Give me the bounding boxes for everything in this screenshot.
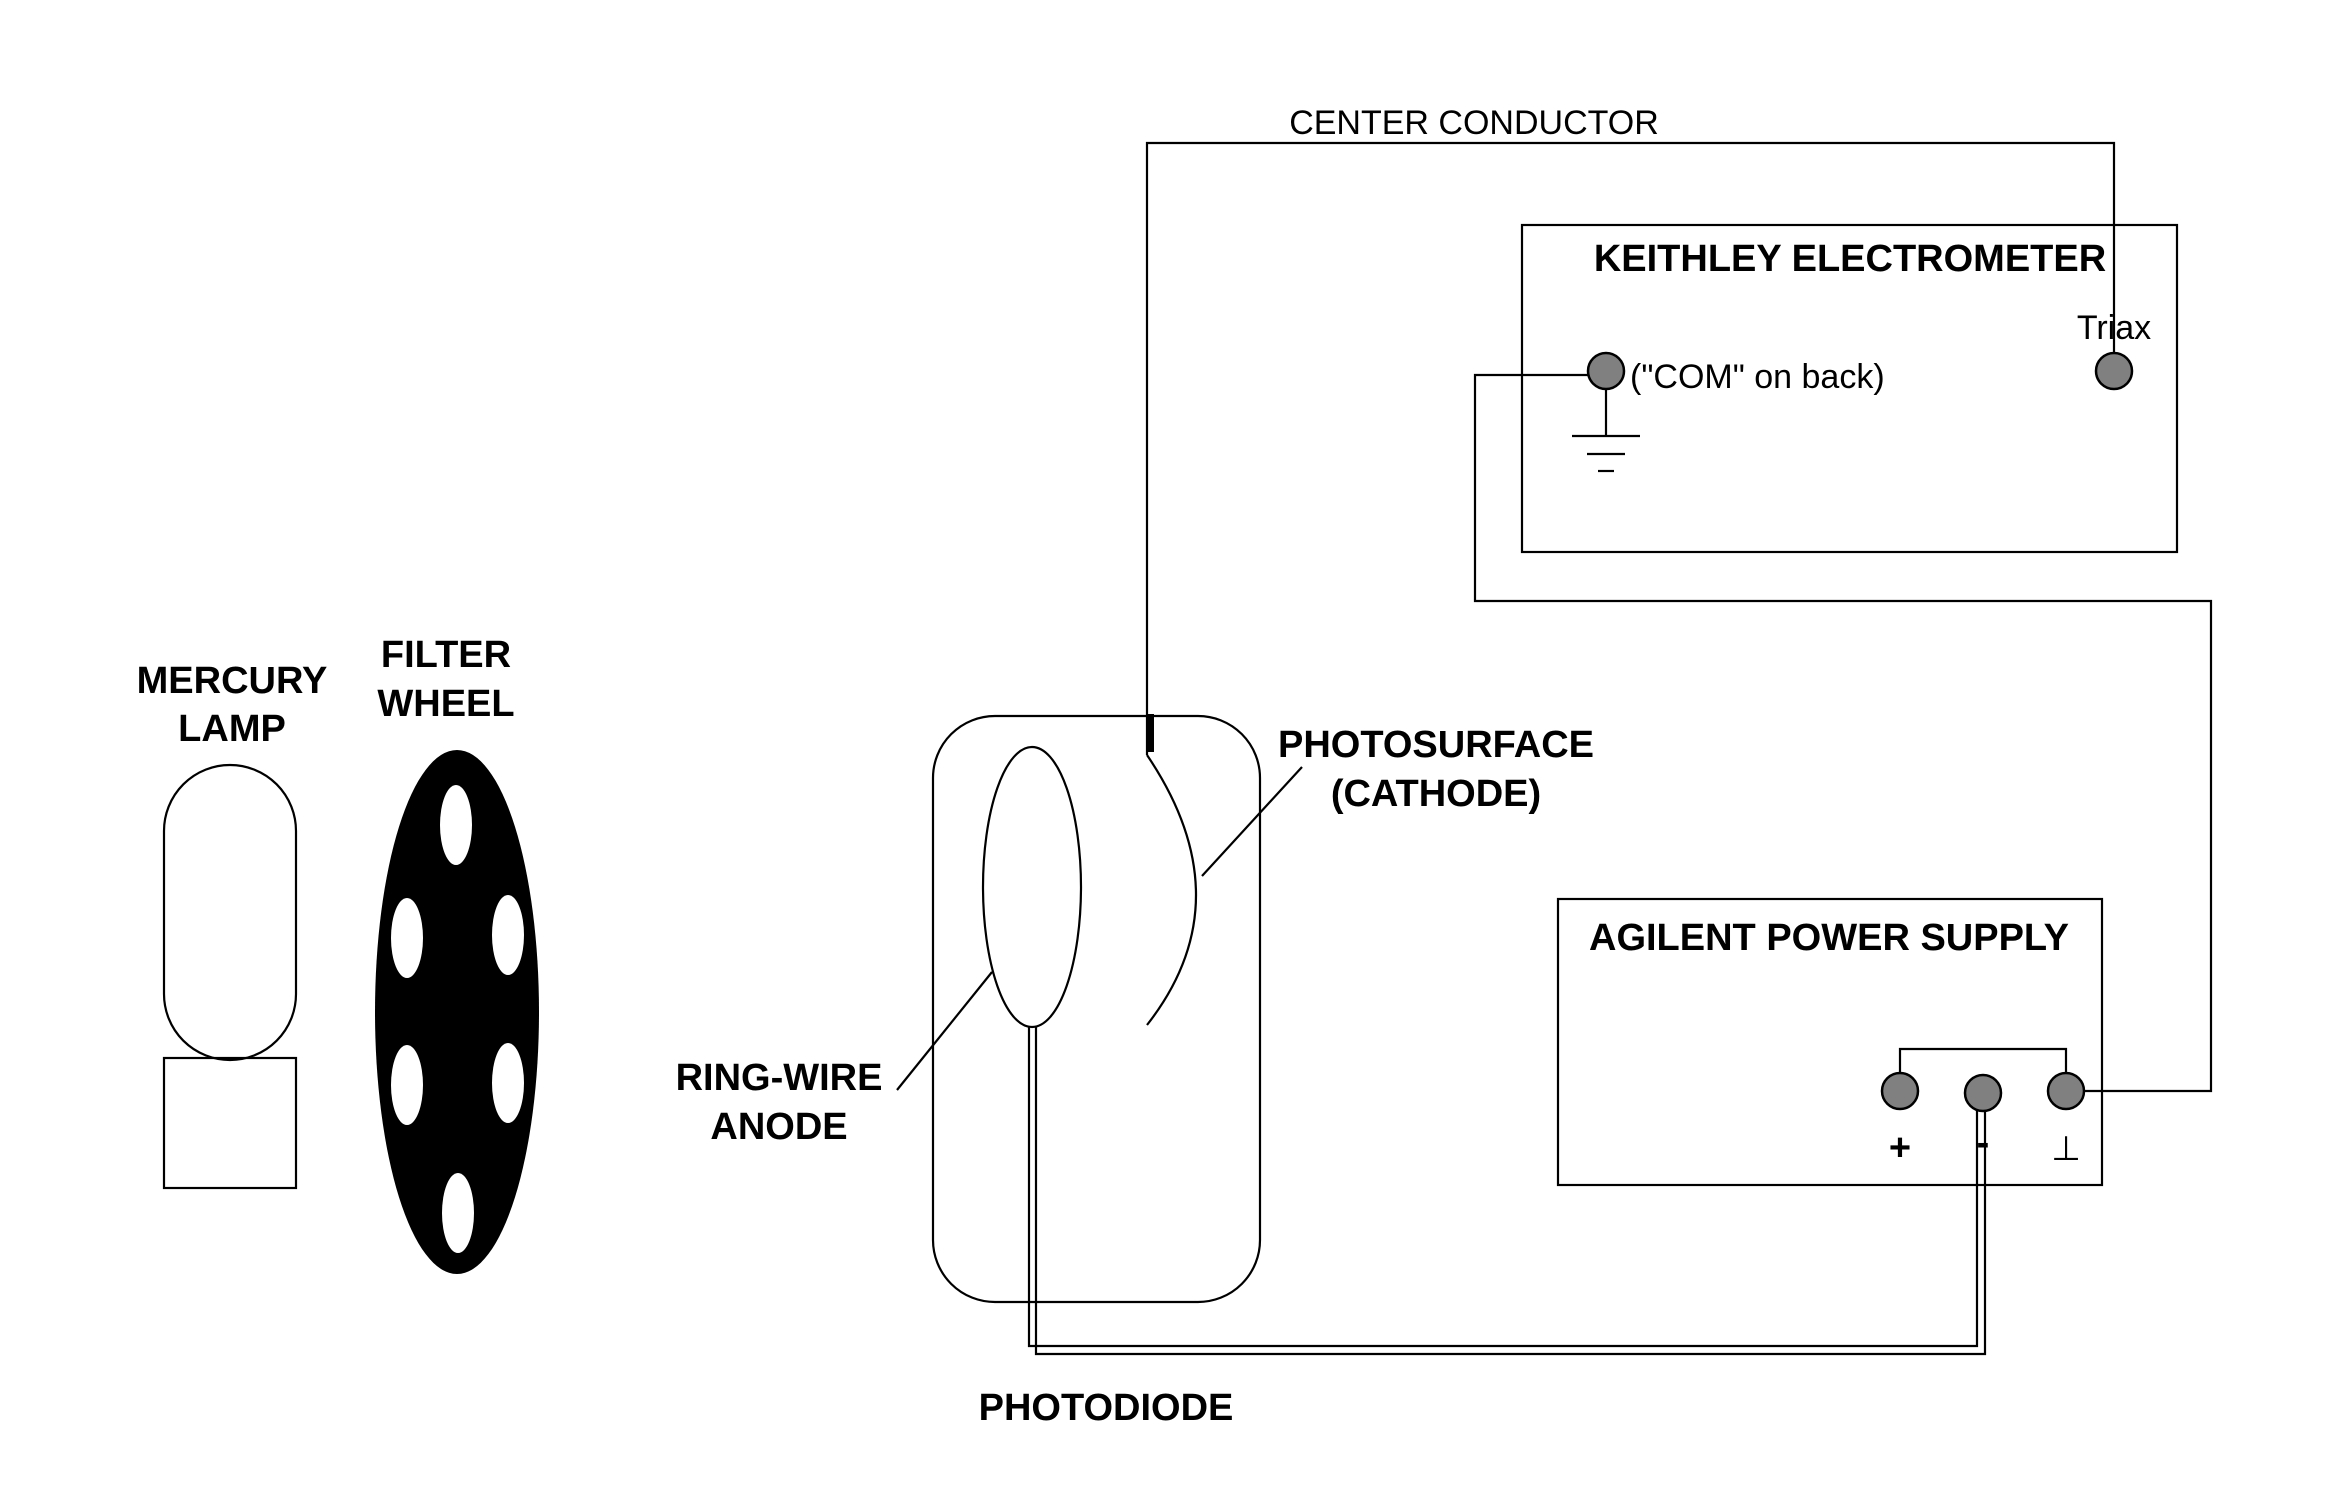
photosurface-leader-line <box>1201 766 1303 877</box>
com-terminal <box>1586 351 1626 391</box>
filter-hole <box>391 1045 423 1125</box>
filter-hole <box>492 895 524 975</box>
photodiode <box>931 714 1262 1304</box>
agilent-box <box>1556 897 2104 1187</box>
filter-hole <box>440 785 472 865</box>
plus-terminal <box>1880 1071 1920 1111</box>
filter-wheel-label-line1: FILTER <box>381 634 511 676</box>
filter-wheel <box>375 750 539 1274</box>
photodiode-envelope <box>931 714 1262 1304</box>
ring-wire-label-line2: ANODE <box>710 1106 847 1148</box>
triax-terminal <box>2094 351 2134 391</box>
ring-wire-anode <box>981 745 1083 1029</box>
keithley-box <box>1520 223 2179 554</box>
ground-terminal <box>2046 1071 2086 1111</box>
filter-hole <box>442 1173 474 1253</box>
minus-terminal <box>1963 1073 2003 1113</box>
filter-wheel-label-line2: WHEEL <box>377 683 514 725</box>
agilent-title: AGILENT POWER SUPPLY <box>1589 917 2069 959</box>
anode-wire-outer <box>1034 1027 1987 1356</box>
ring-wire-label-line1: RING-WIRE <box>676 1057 883 1099</box>
com-back-label: ("COM" on back) <box>1630 358 1885 396</box>
photosurface-cathode <box>1146 754 1198 1026</box>
mercury-lamp-label-line1: MERCURY <box>137 660 328 702</box>
plus-label: + <box>1889 1127 1911 1169</box>
anode-wire-inner <box>1027 1027 1979 1348</box>
ground-terminal-label: ⊥ <box>2051 1130 2081 1168</box>
photodiode-label: PHOTODIODE <box>979 1387 1234 1429</box>
ground-icon <box>1572 389 1640 473</box>
center-conductor-wire <box>1145 141 2116 755</box>
mercury-lamp-base <box>162 1056 298 1190</box>
mercury-lamp-label-line2: LAMP <box>178 708 286 750</box>
filter-wheel-disk <box>375 750 539 1274</box>
keithley-electrometer: KEITHLEY ELECTROMETER Triax ("COM" on ba… <box>1520 223 2179 554</box>
com-to-ground-wire <box>1473 373 2213 1093</box>
filter-hole <box>492 1043 524 1123</box>
mercury-lamp-bulb <box>162 763 298 1062</box>
plus-ground-link-wire <box>1898 1047 2068 1091</box>
center-conductor-label: CENTER CONDUCTOR <box>1289 104 1659 142</box>
filter-hole <box>391 898 423 978</box>
photosurface-label-line2: (CATHODE) <box>1331 773 1541 815</box>
photosurface-label-line1: PHOTOSURFACE <box>1278 724 1594 766</box>
agilent-power-supply: AGILENT POWER SUPPLY + - ⊥ <box>1556 897 2104 1187</box>
keithley-title: KEITHLEY ELECTROMETER <box>1594 238 2106 280</box>
mercury-lamp <box>162 763 298 1190</box>
minus-label: - <box>1977 1122 1990 1164</box>
ring-wire-leader-line <box>896 971 993 1091</box>
